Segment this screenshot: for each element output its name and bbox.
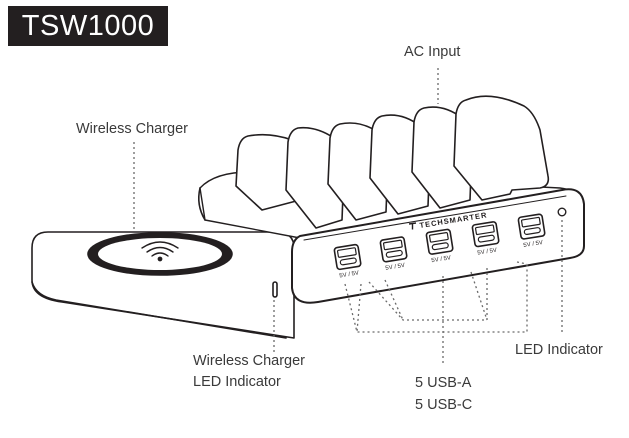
label-usb-a: 5 USB-A bbox=[415, 375, 472, 391]
usb-port-1: 5V / 5V bbox=[333, 243, 362, 279]
callout-usb-b bbox=[368, 268, 488, 321]
usb-port-4: 5V / 5V bbox=[471, 221, 500, 257]
phone-slots bbox=[235, 95, 550, 229]
usb-port-3: 5V / 5V bbox=[425, 228, 454, 264]
usb-port-5: 5V / 5V bbox=[517, 213, 546, 249]
usb-c-port bbox=[385, 249, 403, 258]
label-led-indicator: LED Indicator bbox=[515, 342, 603, 358]
wireless-charging-coil-icon bbox=[87, 232, 233, 276]
usb-a-port bbox=[474, 224, 495, 236]
label-usb-c: 5 USB-C bbox=[415, 397, 473, 413]
slot-divider-6 bbox=[453, 95, 550, 201]
usb-c-port bbox=[339, 257, 357, 266]
wireless-led-indicator bbox=[272, 281, 278, 298]
label-wireless-led-line1: Wireless Charger bbox=[193, 353, 305, 369]
usb-port-label: 5V / 5V bbox=[523, 240, 543, 249]
usb-port-group: 5V / 5V 5V / 5V 5V / 5V 5V / 5V 5V / 5V bbox=[333, 213, 546, 279]
usb-c-port bbox=[523, 227, 541, 235]
model-title: TSW1000 bbox=[8, 6, 168, 46]
usb-c-port bbox=[477, 234, 495, 243]
usb-a-port bbox=[336, 247, 357, 258]
usb-port-label: 5V / 5V bbox=[339, 270, 359, 279]
led-indicator-light bbox=[557, 207, 567, 217]
label-wireless-charger: Wireless Charger bbox=[76, 121, 188, 137]
usb-port-label: 5V / 5V bbox=[385, 263, 405, 272]
label-ac-input: AC Input bbox=[404, 44, 461, 60]
usb-port-label: 5V / 5V bbox=[477, 248, 497, 257]
usb-a-port bbox=[382, 239, 403, 251]
usb-c-port bbox=[431, 242, 449, 251]
usb-a-port bbox=[520, 216, 541, 228]
usb-a-port bbox=[428, 232, 449, 243]
usb-port-2: 5V / 5V bbox=[379, 236, 408, 272]
label-wireless-led-line2: LED Indicator bbox=[193, 374, 281, 390]
callout-lines bbox=[133, 68, 563, 366]
usb-port-label: 5V / 5V bbox=[431, 255, 451, 264]
